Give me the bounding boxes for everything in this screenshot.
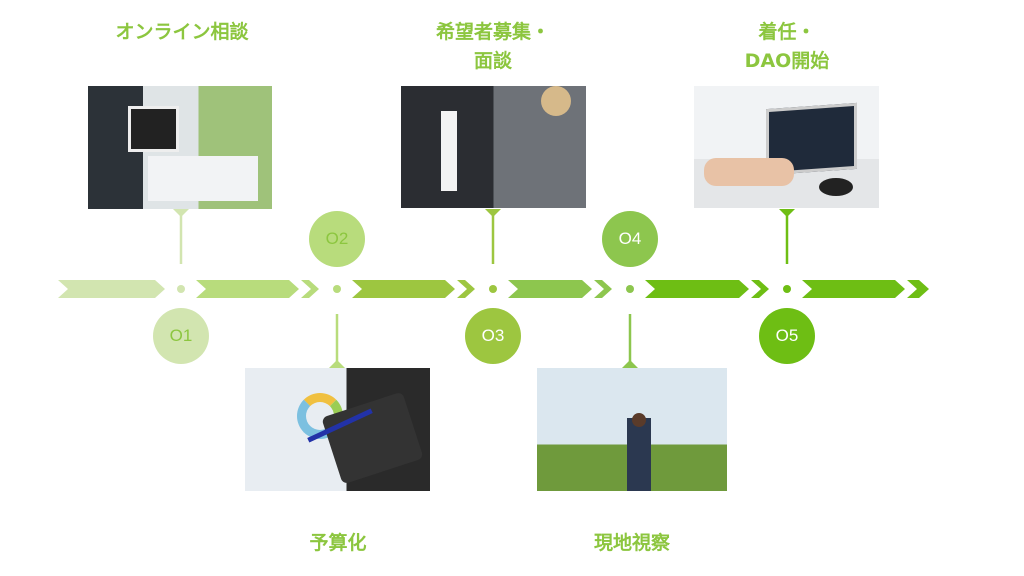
step-5-title-line-2: DAO開始	[744, 50, 830, 72]
arrow-segment	[196, 280, 299, 298]
interviewer-head	[541, 86, 571, 116]
hands	[704, 158, 794, 186]
site-visit-photo	[537, 368, 727, 491]
arrow-chevron	[301, 280, 319, 298]
timeline-dot	[177, 285, 185, 293]
arrow-segment	[508, 280, 592, 298]
arrow-segment	[645, 280, 749, 298]
step-5-title: 着任・ DAO開始	[667, 18, 907, 76]
interview-photo	[401, 86, 586, 208]
step-5-title-line-1: 着任・	[758, 21, 816, 43]
connector-pointer	[622, 360, 638, 368]
shirt	[441, 111, 457, 191]
step-number-badge: O3	[465, 308, 521, 364]
tablet-meeting-photo	[88, 86, 272, 209]
documents	[148, 156, 258, 201]
photographer-body	[627, 418, 651, 491]
connector-pointer	[329, 360, 345, 368]
step-3-title-line-1: 希望者募集・	[435, 21, 550, 43]
step-number-badge: O1	[153, 308, 209, 364]
arrow-segment	[802, 280, 905, 298]
arrow-segment	[352, 280, 455, 298]
timeline-dot	[626, 285, 634, 293]
tablet	[128, 106, 179, 152]
step-number-badge: O5	[759, 308, 815, 364]
connector-pointer	[485, 209, 501, 217]
timeline-dot	[783, 285, 791, 293]
step-number-badge: O2	[309, 211, 365, 267]
step-4-title: 現地視察	[593, 532, 670, 554]
photographer-head	[632, 413, 646, 427]
step-3-title: 希望者募集・面談	[373, 18, 613, 76]
arrow-chevron	[751, 280, 769, 298]
step-3-title-line-2: 面談	[473, 50, 512, 72]
step-number-badge: O4	[602, 211, 658, 267]
timeline-dot	[333, 285, 341, 293]
arrow-chevron	[907, 280, 929, 298]
calculator-chart-photo	[245, 368, 430, 491]
arrow-chevron	[457, 280, 475, 298]
step-1-title: オンライン相談	[115, 21, 249, 43]
arrow-chevron	[594, 280, 612, 298]
step-2-title: 予算化	[309, 532, 367, 554]
arrow-segment	[58, 280, 165, 298]
timeline-dot	[489, 285, 497, 293]
connector-pointer	[779, 209, 795, 217]
mouse	[819, 178, 853, 196]
connector-pointer	[173, 209, 189, 217]
laptop-work-photo	[694, 86, 879, 208]
